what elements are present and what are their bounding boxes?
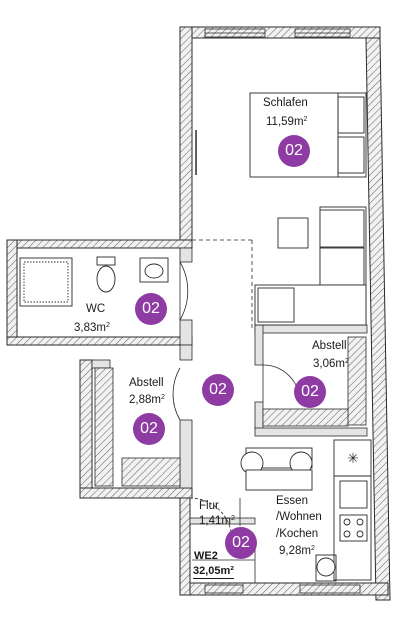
room-area-flur: 1,41m2 <box>199 515 235 527</box>
unit-badge-schlafen: 02 <box>278 135 310 167</box>
room-name-essen: Essen <box>276 495 308 507</box>
dining-table <box>240 447 313 491</box>
room-name-wc: WC <box>86 303 106 315</box>
sofa <box>254 206 367 326</box>
room-name-abstell-right: Abstell <box>312 340 347 352</box>
unit-badge-entry: 02 <box>225 527 257 559</box>
bottom-windows <box>204 584 361 594</box>
door-swings <box>172 239 301 541</box>
right-shelves <box>262 336 367 427</box>
room-name-schlafen: Schlafen <box>263 97 308 109</box>
coffee-table <box>277 217 309 249</box>
wc-fixtures <box>19 256 169 307</box>
room-name-abstell-left: Abstell <box>129 377 164 389</box>
room-name-kochen: /Kochen <box>276 528 319 540</box>
top-windows <box>204 28 351 38</box>
unit-area: 32,05m² <box>193 565 234 579</box>
left-shelves <box>94 367 181 487</box>
unit-name: WE2 <box>194 550 218 562</box>
bed <box>249 92 367 178</box>
kitchen <box>315 439 372 582</box>
room-name-flur: Flur <box>199 500 219 512</box>
room-name-wohnen: /Wohnen <box>276 511 322 523</box>
room-area-wc: 3,83m2 <box>74 322 110 334</box>
exterior-walls <box>6 26 391 601</box>
room-area-abstell-left: 2,88m2 <box>129 394 165 406</box>
room-area-schlafen: 11,59m2 <box>266 116 308 128</box>
unit-badge-abstell-right: 02 <box>294 376 326 408</box>
unit-badge-abstell-left: 02 <box>133 413 165 445</box>
unit-badge-wc: 02 <box>135 293 167 325</box>
unit-badge-flur-center: 02 <box>202 374 234 406</box>
star-icon: ✳ <box>347 451 359 467</box>
room-area-abstell-right: 3,06m2 <box>313 358 349 370</box>
room-area-essen: 9,28m2 <box>279 545 315 557</box>
